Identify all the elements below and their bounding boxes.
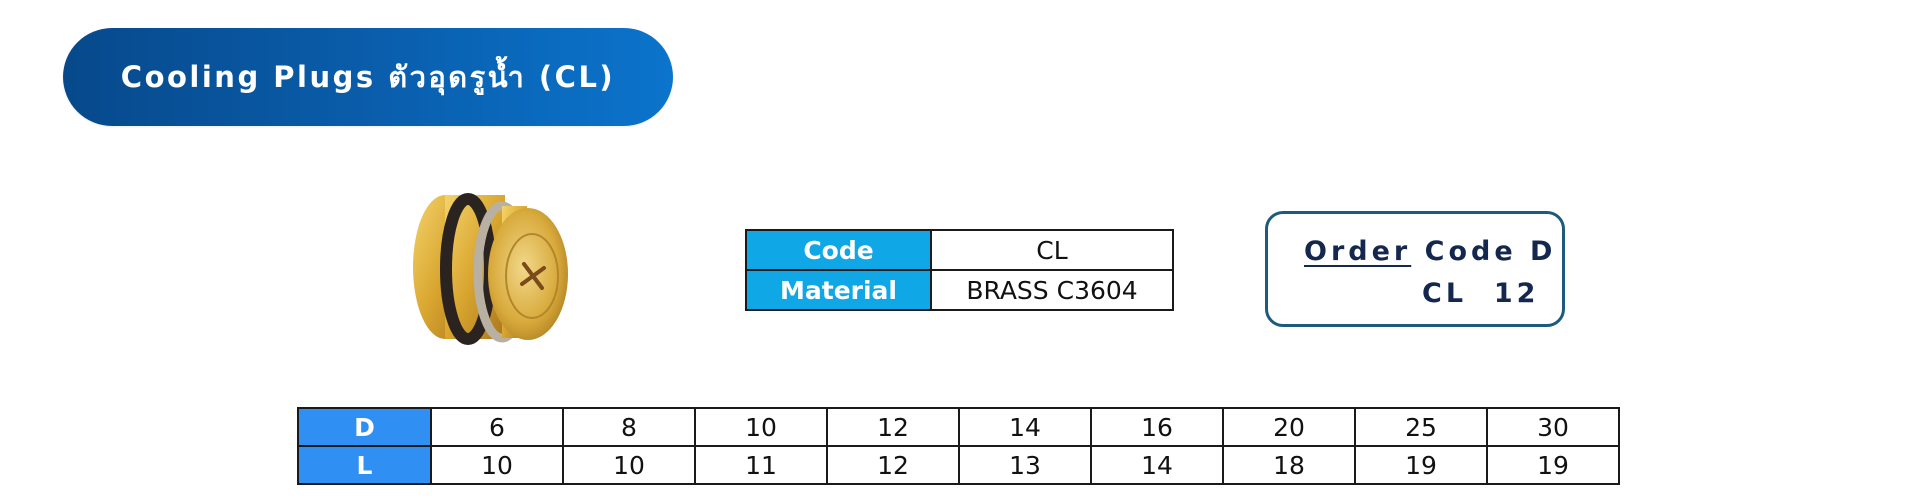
order-code-label: Code D	[1424, 236, 1557, 267]
cell-l-6: 18	[1222, 445, 1356, 485]
order-word: Order	[1304, 236, 1412, 267]
table-row-d: D 6 8 10 12 14 16 20 25 30	[297, 407, 1620, 447]
cell-l-8: 19	[1486, 445, 1620, 485]
spec-value-code: CL	[930, 229, 1174, 271]
cell-d-2: 10	[694, 407, 828, 447]
cell-d-1: 8	[562, 407, 696, 447]
cell-l-0: 10	[430, 445, 564, 485]
cell-l-4: 13	[958, 445, 1092, 485]
spec-row-code: Code CL	[745, 229, 1174, 271]
table-row-l: L 10 10 11 12 13 14 18 19 19	[297, 445, 1620, 485]
cell-d-7: 25	[1354, 407, 1488, 447]
cell-l-1: 10	[562, 445, 696, 485]
row-header-l: L	[297, 445, 432, 485]
cell-l-2: 11	[694, 445, 828, 485]
cell-d-5: 16	[1090, 407, 1224, 447]
cell-d-6: 20	[1222, 407, 1356, 447]
spec-table: Code CL Material BRASS C3604	[745, 229, 1174, 311]
order-code-box: Order Code D CL 12	[1265, 211, 1565, 327]
page-title: Cooling Plugs ตัวอุดรูน้ำ (CL)	[120, 60, 616, 94]
dimension-table: D 6 8 10 12 14 16 20 25 30 L 10 10 11 12…	[297, 407, 1620, 485]
cell-d-8: 30	[1486, 407, 1620, 447]
row-header-d: D	[297, 407, 432, 447]
spec-value-material: BRASS C3604	[930, 269, 1174, 311]
brass-cooling-plug-image	[390, 172, 590, 362]
cell-l-3: 12	[826, 445, 960, 485]
cell-d-0: 6	[430, 407, 564, 447]
cell-l-5: 14	[1090, 445, 1224, 485]
spec-label-material: Material	[745, 269, 932, 311]
cell-d-3: 12	[826, 407, 960, 447]
cell-d-4: 14	[958, 407, 1092, 447]
title-banner: Cooling Plugs ตัวอุดรูน้ำ (CL)	[63, 28, 673, 126]
cell-l-7: 19	[1354, 445, 1488, 485]
order-code-example: CL 12	[1422, 278, 1540, 309]
spec-label-code: Code	[745, 229, 932, 271]
order-code-heading: Order Code D	[1304, 236, 1556, 267]
spec-row-material: Material BRASS C3604	[745, 269, 1174, 311]
